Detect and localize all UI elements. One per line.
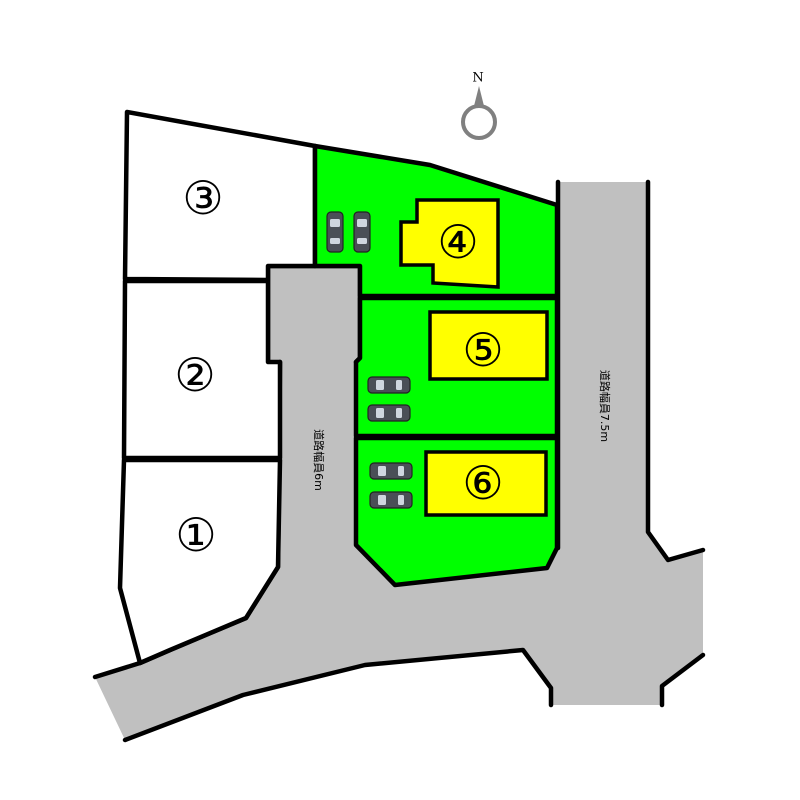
compass-north-label: N [472,71,483,86]
road-edge-southeast [659,652,706,708]
house-footprint-4 [399,198,500,289]
inner-road-width-label: 道路幅員6m [312,429,326,491]
house-footprint-5 [428,310,549,381]
car-icon [353,211,371,253]
car-icon [369,462,413,480]
north-arrow-icon: N [461,71,497,140]
house-footprint-6 [424,450,548,517]
lot-5-number: ⑤ [462,323,503,377]
lot-1-number: ① [175,508,216,562]
lot-2-number: ② [174,348,215,402]
road-surface [95,182,703,740]
lot-3-number: ③ [182,171,223,225]
main-road-width-label: 道路幅員7.5m [598,370,612,442]
road-edge-main-east [645,179,706,563]
road-edge-south [122,647,554,743]
car-icon [367,376,411,394]
car-icon [326,211,344,253]
lot-1[interactable] [117,457,283,666]
car-icon [367,404,411,422]
lot-6-number: ⑥ [462,456,503,510]
car-icon [369,491,413,509]
lot-4-number: ④ [437,215,478,269]
